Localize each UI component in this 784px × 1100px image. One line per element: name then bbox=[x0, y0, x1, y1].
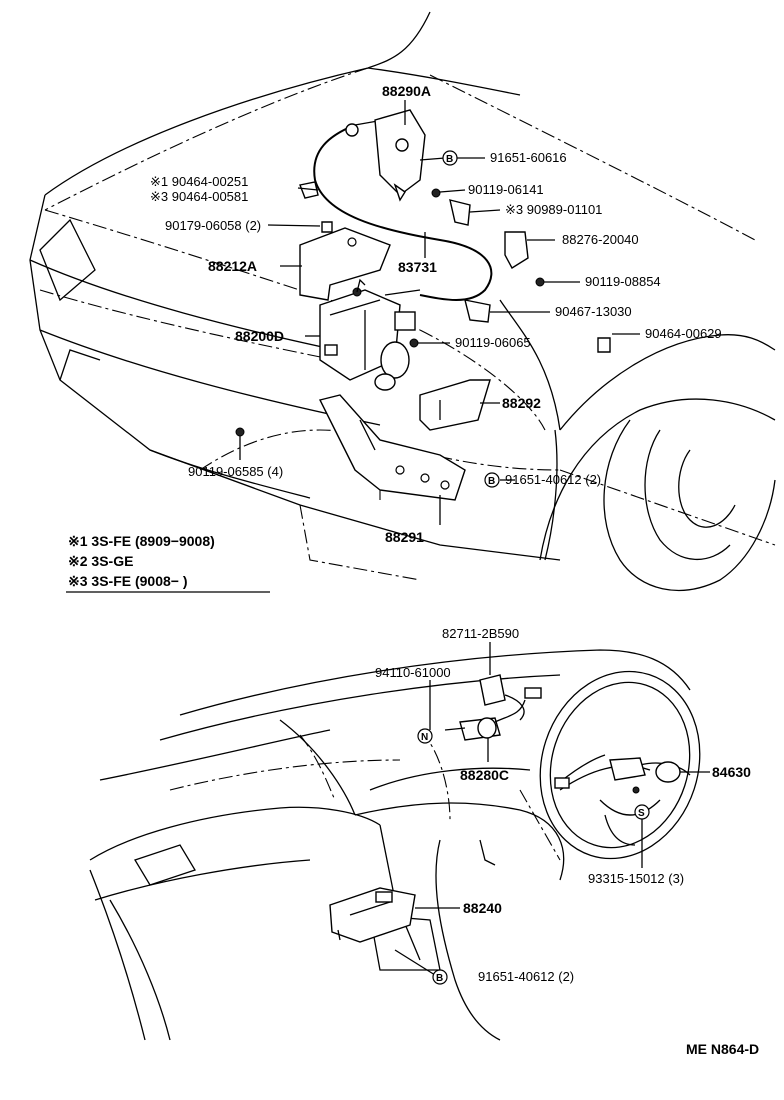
label-88290A: 88290A bbox=[382, 83, 431, 99]
label-91651-60616: 91651-60616 bbox=[490, 150, 567, 165]
label-90119-06141: 90119-06141 bbox=[468, 182, 544, 197]
label-88200D: 88200D bbox=[235, 328, 284, 344]
diagram-code: ME N864-D bbox=[686, 1041, 759, 1057]
label-84630: 84630 bbox=[712, 764, 751, 780]
label-90179-06058: 90179-06058 (2) bbox=[165, 218, 261, 233]
label-91651-40612-top: 91651-40612 (2) bbox=[505, 472, 601, 487]
b-symbol-3 bbox=[432, 969, 448, 985]
note-1: ※1 3S-FE (8909−9008) bbox=[68, 533, 215, 549]
n-symbol bbox=[417, 728, 433, 744]
bracket-88291 bbox=[318, 394, 466, 501]
b-symbol-text-3: B bbox=[436, 973, 443, 984]
b-symbol-2 bbox=[484, 472, 500, 488]
label-91651-40612-bottom: 91651-40612 (2) bbox=[478, 969, 574, 984]
note-2: ※2 3S-GE bbox=[68, 553, 133, 569]
b-symbol-1 bbox=[442, 150, 458, 166]
b-symbol-text-2: B bbox=[488, 476, 495, 487]
ecu-88240 bbox=[329, 887, 416, 943]
label-90467-13030: 90467-13030 bbox=[555, 304, 632, 319]
b-symbol-text-1: B bbox=[446, 154, 453, 165]
cruise-switch-parts bbox=[444, 674, 542, 741]
label-88280C: 88280C bbox=[460, 767, 509, 783]
label-88291: 88291 bbox=[385, 529, 424, 545]
label-90989-01101: ※3 90989-01101 bbox=[505, 202, 602, 217]
bracket-88292 bbox=[419, 379, 491, 431]
label-93315-15012: 93315-15012 (3) bbox=[588, 871, 684, 886]
label-88292: 88292 bbox=[502, 395, 541, 411]
engine-notes: ※1 3S-FE (8909−9008) ※2 3S-GE ※3 3S-FE (… bbox=[66, 533, 270, 593]
label-90119-08854: 90119-08854 bbox=[585, 274, 661, 289]
bracket-88212A bbox=[299, 227, 391, 301]
label-90464-00251: ※1 90464-00251 bbox=[150, 174, 248, 189]
label-83731: 83731 bbox=[398, 259, 437, 275]
part-labels-top: 88290A B 91651-60616 ※1 90464-00251 ※3 9… bbox=[150, 83, 722, 545]
dashboard-outline bbox=[89, 649, 691, 1041]
label-94110-61000: 94110-61000 bbox=[375, 665, 451, 680]
note-3: ※3 3S-FE (9008− ) bbox=[68, 573, 188, 589]
label-88276-20040: 88276-20040 bbox=[562, 232, 639, 247]
leader-lines-top bbox=[239, 100, 640, 525]
part-labels-bottom: 82711-2B590 94110-61000 N 88280C 84630 S… bbox=[375, 626, 751, 985]
steering-wheel bbox=[539, 670, 701, 860]
label-90464-00581: ※3 90464-00581 bbox=[150, 189, 248, 204]
label-90119-06585: 90119-06585 (4) bbox=[188, 464, 283, 479]
leader-lines-bottom bbox=[394, 642, 710, 976]
label-90119-06065: 90119-06065 bbox=[455, 335, 531, 350]
bracket-88290A bbox=[374, 109, 426, 202]
label-88240: 88240 bbox=[463, 900, 502, 916]
n-symbol-text: N bbox=[421, 732, 428, 743]
small-parts-top bbox=[235, 181, 611, 437]
label-88212A: 88212A bbox=[208, 258, 257, 274]
label-82711-2B590: 82711-2B590 bbox=[442, 626, 519, 641]
s-symbol bbox=[634, 804, 650, 820]
label-90464-00629: 90464-00629 bbox=[645, 326, 722, 341]
actuator-88200D bbox=[319, 278, 416, 391]
s-symbol-text: S bbox=[638, 808, 645, 819]
